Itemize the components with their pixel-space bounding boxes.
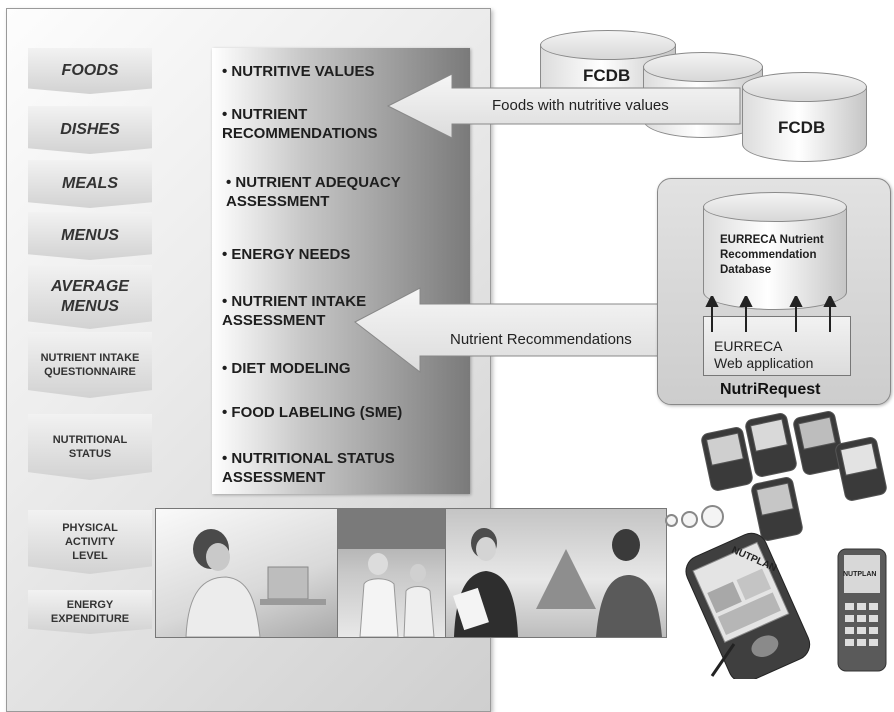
photo-waitress-buffet — [445, 508, 667, 638]
thought-bubble-small — [665, 514, 678, 527]
webapp-line1: EURRECA — [714, 338, 783, 354]
fcdb-label-2: FCDB — [778, 118, 826, 137]
tab-foods: FOODS — [28, 48, 152, 94]
tab-meals: MEALS — [28, 160, 152, 208]
tab-nutrient-intake-questionnaire-label: NUTRIENT INTAKE QUESTIONNAIRE — [40, 352, 140, 378]
woman-eating-illustration — [185, 529, 326, 637]
tab-energy-expenditure: ENERGY EXPENDITURE — [28, 590, 152, 634]
tab-average-menus: AVERAGE MENUS — [28, 265, 152, 329]
feature-nutritional-status-assessment: • NUTRITIONAL STATUS ASSESSMENT — [222, 450, 395, 486]
feature-nutrient-adequacy-assessment: • NUTRIENT ADEQUACY ASSESSMENT — [226, 174, 401, 210]
feature-nutrient-intake-assessment: • NUTRIENT INTAKE ASSESSMENT — [222, 293, 367, 329]
feature-energy-needs: • ENERGY NEEDS — [222, 246, 351, 263]
feature-diet-modeling: • DIET MODELING — [222, 360, 351, 377]
tab-foods-label: FOODS — [61, 62, 119, 79]
fcdb-cylinder-front — [742, 72, 867, 162]
tab-physical-activity-level: PHYSICAL ACTIVITY LEVEL — [28, 510, 152, 574]
foods-arrow-label: Foods with nutritive values — [492, 97, 669, 114]
eurreca-web-application-box — [703, 316, 851, 376]
tab-meals-label: MEALS — [62, 175, 118, 192]
webapp-line2: Web application — [714, 355, 814, 371]
upload-arrows — [705, 296, 837, 332]
tab-nutritional-status: NUTRITIONAL STATUS — [28, 414, 152, 480]
nutplan-small-phone-icon — [837, 548, 887, 672]
thought-bubble-large — [701, 505, 724, 528]
feature-food-labeling: • FOOD LABELING (SME) — [222, 404, 403, 421]
eurreca-database-label: EURRECA Nutrient Recommendation Database — [720, 234, 824, 276]
nutplan-small-phone-label: NUTPLAN — [843, 571, 877, 578]
photo-woman-eating — [155, 508, 339, 638]
photo-kitchen-chefs — [337, 508, 447, 638]
eurreca-database-cylinder — [703, 192, 847, 310]
thought-bubble-medium — [681, 511, 698, 528]
tab-dishes: DISHES — [28, 106, 152, 154]
waitress-buffet-illustration — [453, 528, 662, 637]
arrows-layer — [354, 73, 741, 374]
tab-energy-expenditure-label: ENERGY EXPENDITURE — [50, 599, 130, 625]
tab-menus-label: MENUS — [61, 227, 119, 244]
tab-physical-activity-level-label: PHYSICAL ACTIVITY LEVEL — [62, 522, 118, 562]
tab-nutritional-status-label: NUTRITIONAL STATUS — [52, 434, 128, 460]
foods-arrow-shape — [386, 73, 741, 139]
feature-nutrient-recommendations: • NUTRIENT RECOMMENDATIONS — [222, 106, 378, 142]
tab-nutrient-intake-questionnaire: NUTRIENT INTAKE QUESTIONNAIRE — [28, 332, 152, 398]
tab-average-menus-label: AVERAGE MENUS — [51, 278, 129, 315]
tab-menus: MENUS — [28, 212, 152, 260]
fcdb-label-1: FCDB — [583, 66, 631, 85]
small-phone-icon — [701, 411, 887, 541]
eurreca-web-application-label: EURRECA Web application — [714, 338, 813, 372]
nutrirequest-title: NutriRequest — [720, 381, 821, 398]
recommendations-arrow-shape — [354, 287, 703, 374]
tab-dishes-label: DISHES — [60, 121, 120, 138]
feature-nutritive-values: • NUTRITIVE VALUES — [222, 63, 375, 80]
phone-gallery — [701, 411, 887, 541]
recommendations-arrow-label: Nutrient Recommendations — [450, 331, 632, 348]
kitchen-chefs-illustration — [338, 509, 446, 637]
nutplan-phone-icon — [685, 532, 811, 679]
